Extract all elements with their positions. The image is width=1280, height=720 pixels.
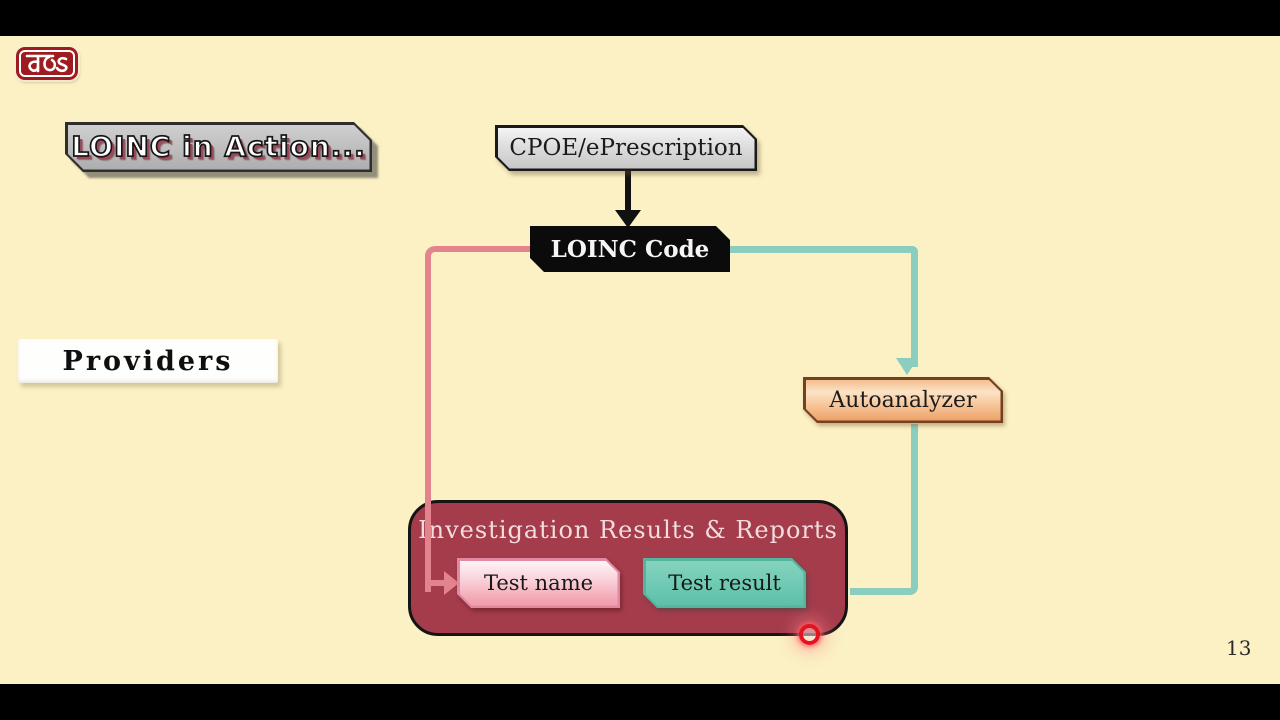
node-test-name-label: Test name (483, 571, 594, 595)
node-test-result: Test result (643, 558, 806, 608)
connector-loinc-to-testname (425, 246, 536, 592)
arrow-down-icon-teal (896, 358, 918, 375)
results-panel-title: Investigation Results & Reports (418, 516, 838, 544)
arrow-right-icon-pink (444, 571, 459, 595)
bottom-letterbox-bar (0, 684, 1280, 720)
top-letterbox-bar (0, 0, 1280, 36)
slide-title-box: LOINC in Action... (65, 122, 372, 172)
node-test-result-label: Test result (668, 571, 781, 595)
node-providers: Providers (18, 339, 278, 383)
institution-logo (16, 47, 78, 80)
laser-pointer-dot (799, 624, 820, 645)
connector-loinc-to-testname-foot (425, 580, 447, 586)
node-loinc-code-label: LOINC Code (550, 235, 710, 263)
node-cpoe-label: CPOE/ePrescription (509, 135, 743, 161)
node-cpoe: CPOE/ePrescription (495, 125, 757, 171)
page-number: 13 (1226, 636, 1252, 660)
connector-loinc-to-autoanalyzer (728, 246, 918, 367)
logo-script-icon (25, 54, 68, 73)
arrow-cpoe-to-loinc-shaft (625, 170, 631, 212)
node-autoanalyzer-label: Autoanalyzer (829, 387, 977, 413)
node-loinc-code: LOINC Code (530, 226, 730, 272)
connector-autoanalyzer-to-testresult (850, 424, 918, 595)
arrow-cpoe-to-loinc-head-icon (615, 210, 641, 228)
node-test-name: Test name (457, 558, 620, 608)
node-autoanalyzer: Autoanalyzer (803, 377, 1003, 423)
logo-inner-ring (19, 50, 75, 77)
node-providers-label: Providers (62, 345, 234, 377)
slide-title: LOINC in Action... (70, 129, 366, 164)
